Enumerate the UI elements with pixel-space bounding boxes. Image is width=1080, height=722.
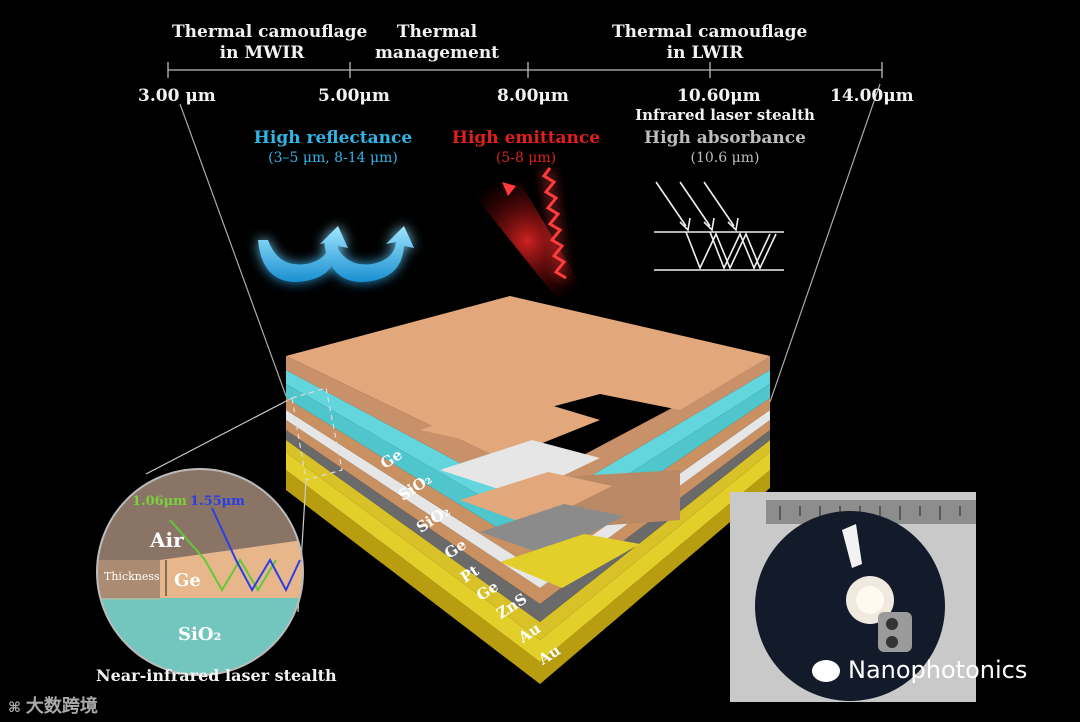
emittance-sub: (5-8 μm)	[448, 150, 604, 166]
absorbance-title: High absorbance	[622, 128, 828, 148]
inset-caption: Near-infrared laser stealth	[96, 666, 337, 685]
emission-beam-icon	[470, 168, 584, 300]
inset-thickness-label: Thickness	[104, 570, 160, 583]
reflection-arrows-icon	[258, 226, 414, 282]
watermark-right-text: Nanophotonics	[848, 656, 1027, 684]
inset-wavelength-2: 1.55μm	[190, 494, 245, 509]
reflectance-title: High reflectance	[240, 128, 426, 148]
tick-label: 8.00μm	[497, 86, 569, 106]
reflectance-sub: (3–5 μm, 8-14 μm)	[240, 150, 426, 166]
watermark-left: ⌘ 大数跨境	[8, 692, 98, 718]
band-label-lwir-line2: in LWIR	[612, 43, 798, 64]
emittance-title: High emittance	[448, 128, 604, 148]
inset-wavelength-1: 1.06μm	[132, 494, 187, 509]
laser-stealth-label: Infrared laser stealth	[622, 106, 828, 124]
band-label-mwir-line2: in MWIR	[172, 43, 352, 64]
watermark-logo-icon: ⌘	[8, 700, 26, 716]
watermark-right: Nanophotonics	[812, 656, 1027, 684]
absorbance-sub: (10.6 μm)	[622, 150, 828, 166]
band-label-management: Thermal management	[366, 22, 508, 64]
band-label-lwir-line1: Thermal camouflage	[612, 22, 798, 43]
inset-air-label: Air	[150, 528, 184, 552]
spectrum-axis	[168, 62, 882, 78]
tick-label: 14.00μm	[830, 86, 914, 106]
band-label-management-line2: management	[366, 43, 508, 64]
wechat-icon	[812, 660, 840, 682]
inset-ge-label: Ge	[174, 570, 201, 591]
watermark-left-text: 大数跨境	[26, 696, 98, 717]
tick-label: 10.60μm	[677, 86, 761, 106]
tick-label: 5.00μm	[318, 86, 390, 106]
band-label-mwir-line1: Thermal camouflage	[172, 22, 352, 43]
band-label-mwir: Thermal camouflage in MWIR	[172, 22, 352, 64]
band-label-management-line1: Thermal	[366, 22, 508, 43]
absorption-rays-icon	[654, 182, 784, 270]
inset-sio2-label: SiO₂	[178, 624, 221, 645]
band-label-lwir: Thermal camouflage in LWIR	[612, 22, 798, 64]
tick-label: 3.00 μm	[138, 86, 216, 106]
